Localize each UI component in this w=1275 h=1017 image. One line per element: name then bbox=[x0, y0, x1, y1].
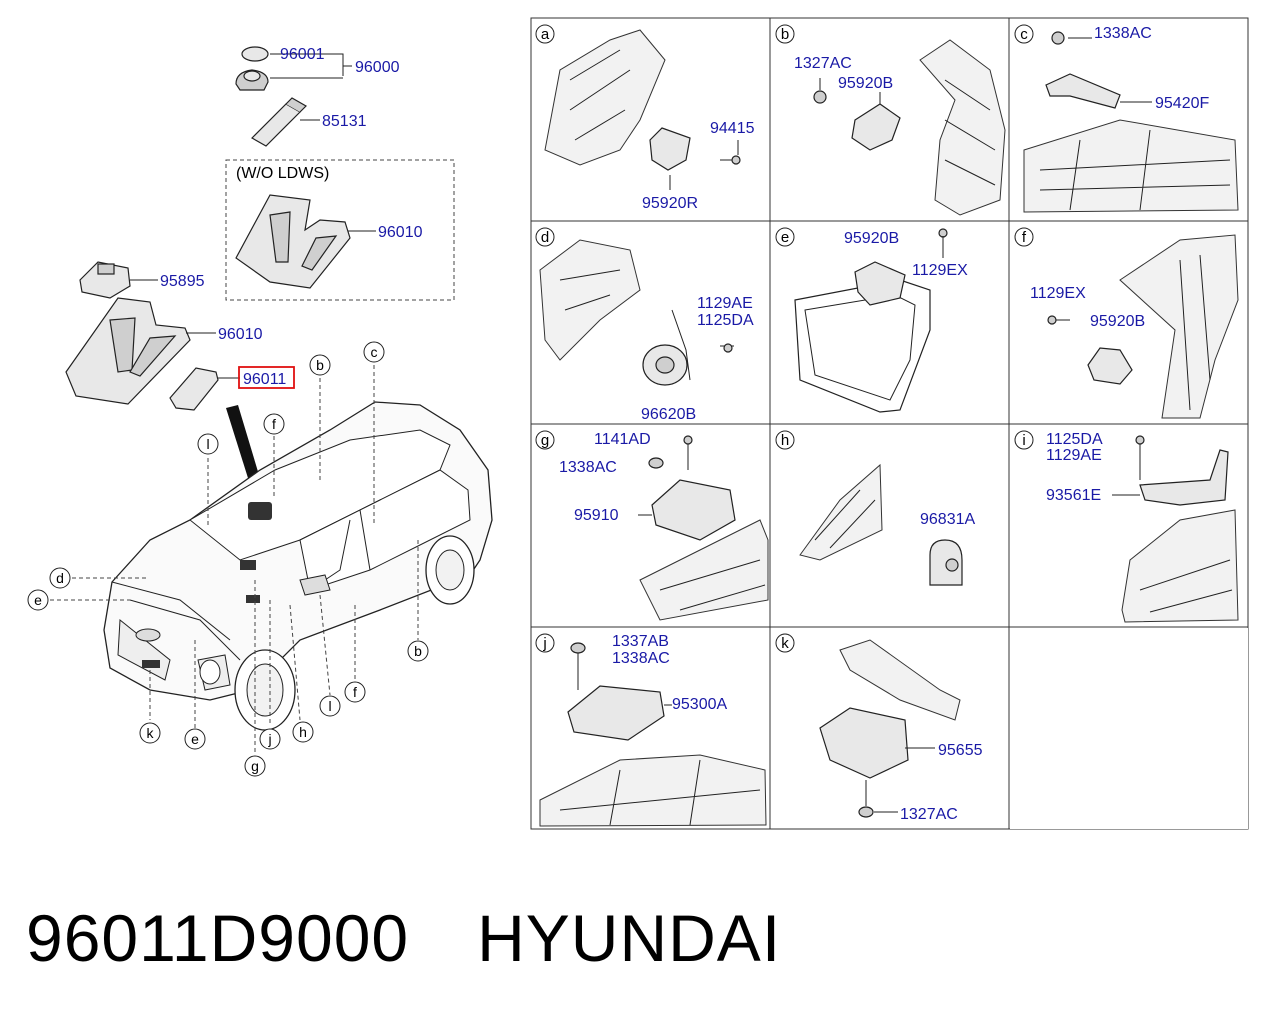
label-95895[interactable]: 95895 bbox=[160, 273, 205, 290]
part-number-title: 96011D9000 bbox=[26, 901, 410, 975]
cell-a-part-2[interactable]: 95920R bbox=[642, 195, 698, 212]
cell-d: d 1129AE 1125DA 96620B bbox=[535, 227, 754, 423]
cell-f-part-1[interactable]: 1129EX bbox=[1030, 285, 1086, 302]
cover-96010-b-icon bbox=[65, 297, 191, 405]
cell-c-part-2[interactable]: 95420F bbox=[1155, 95, 1209, 112]
cell-f-letter: f bbox=[1022, 229, 1027, 246]
label-85131[interactable]: 85131 bbox=[322, 113, 367, 130]
cell-e-letter: e bbox=[781, 229, 789, 246]
cell-j-part-1[interactable]: 1337AB bbox=[612, 633, 669, 650]
cell-i-part-1[interactable]: 1125DA bbox=[1046, 431, 1103, 448]
callout-l-top[interactable]: l bbox=[197, 433, 219, 455]
callout-f-bottom[interactable]: f bbox=[344, 681, 366, 703]
callout-l-bottom[interactable]: l bbox=[319, 695, 341, 717]
cell-f-part-2[interactable]: 95920B bbox=[1090, 313, 1145, 330]
cell-g-part-3[interactable]: 95910 bbox=[574, 507, 619, 524]
svg-text:c: c bbox=[371, 344, 378, 360]
cell-c-part-1[interactable]: 1338AC bbox=[1094, 25, 1152, 42]
cell-h: h 96831A bbox=[775, 430, 975, 586]
wo-ldws-box bbox=[225, 159, 455, 301]
cell-k-letter: k bbox=[781, 635, 789, 652]
parts-diagram: 96001 96000 85131 (W/O LDWS) 96010 95895 bbox=[27, 17, 1249, 830]
label-96011[interactable]: 96011 bbox=[243, 371, 286, 388]
cell-i-letter: i bbox=[1022, 432, 1025, 449]
cell-k-part-2[interactable]: 1327AC bbox=[900, 806, 958, 823]
main-view: 96001 96000 85131 (W/O LDWS) 96010 95895 bbox=[27, 46, 493, 777]
label-96000[interactable]: 96000 bbox=[355, 59, 400, 76]
callout-h[interactable]: h bbox=[292, 721, 314, 743]
cell-g-part-1[interactable]: 1141AD bbox=[594, 431, 651, 448]
callout-k[interactable]: k bbox=[139, 722, 161, 744]
cell-d-part-2[interactable]: 1125DA bbox=[697, 312, 754, 329]
sensor-96000-icon bbox=[235, 46, 269, 91]
cell-j-letter: j bbox=[542, 635, 546, 652]
cell-a-letter: a bbox=[541, 26, 550, 43]
callout-e-left[interactable]: e bbox=[27, 589, 49, 611]
cell-c-letter: c bbox=[1020, 26, 1028, 43]
callout-f-top[interactable]: f bbox=[263, 413, 285, 435]
label-96010-b[interactable]: 96010 bbox=[218, 326, 263, 343]
cell-g-letter: g bbox=[541, 432, 549, 449]
cell-g-part-2[interactable]: 1338AC bbox=[559, 459, 617, 476]
cell-e-part-1[interactable]: 95920B bbox=[844, 230, 899, 247]
svg-text:k: k bbox=[147, 725, 155, 741]
highlight-box bbox=[238, 366, 295, 389]
cell-f: f 1129EX 95920B bbox=[1014, 227, 1239, 419]
brand-name: HYUNDAI bbox=[477, 901, 782, 975]
svg-text:e: e bbox=[34, 592, 42, 608]
label-wo-ldws: (W/O LDWS) bbox=[236, 165, 329, 182]
label-96010-a[interactable]: 96010 bbox=[378, 224, 423, 241]
svg-text:l: l bbox=[328, 698, 331, 714]
cell-b-part-2[interactable]: 95920B bbox=[838, 75, 893, 92]
cell-j-part-3[interactable]: 95300A bbox=[672, 696, 727, 713]
cell-a: a 94415 95920R bbox=[535, 24, 755, 212]
cover-96010-a-icon bbox=[235, 194, 351, 289]
svg-text:b: b bbox=[414, 643, 422, 659]
svg-text:e: e bbox=[191, 731, 199, 747]
footer-caption: 96011D9000 HYUNDAI bbox=[26, 888, 781, 988]
callout-b-bottom[interactable]: b bbox=[407, 640, 429, 662]
car-body-icon bbox=[103, 401, 493, 731]
cell-d-part-3[interactable]: 96620B bbox=[641, 406, 696, 423]
cell-b-letter: b bbox=[781, 26, 789, 43]
cell-i-part-2[interactable]: 1129AE bbox=[1046, 447, 1102, 464]
cell-e: e 95920B 1129EX bbox=[775, 227, 968, 413]
callout-j[interactable]: j bbox=[259, 728, 281, 750]
callout-b-top[interactable]: b bbox=[309, 354, 331, 376]
callout-g[interactable]: g bbox=[244, 755, 266, 777]
camera-unit-on-windshield bbox=[248, 502, 272, 520]
svg-text:f: f bbox=[353, 684, 357, 700]
label-96001[interactable]: 96001 bbox=[280, 46, 325, 63]
cell-a-part-1[interactable]: 94415 bbox=[710, 120, 755, 137]
svg-text:l: l bbox=[206, 436, 209, 452]
cell-i-part-3[interactable]: 93561E bbox=[1046, 487, 1101, 504]
callout-d[interactable]: d bbox=[49, 567, 71, 589]
cover-96011-icon bbox=[169, 367, 219, 411]
cell-d-letter: d bbox=[541, 229, 549, 246]
cell-j: j 1337AB 1338AC 95300A bbox=[535, 633, 767, 827]
cell-k: k 95655 1327AC bbox=[775, 633, 983, 823]
cell-e-part-2[interactable]: 1129EX bbox=[912, 262, 968, 279]
cell-j-part-2[interactable]: 1338AC bbox=[612, 650, 670, 667]
detail-grid: a 94415 95920R b 1327AC 95920B c bbox=[530, 17, 1249, 830]
cell-i: i 1125DA 1129AE 93561E bbox=[1014, 430, 1239, 623]
cell-d-part-1[interactable]: 1129AE bbox=[697, 295, 753, 312]
camera-95895-icon bbox=[79, 261, 131, 299]
cell-c: c 1338AC 95420F bbox=[1014, 24, 1239, 213]
cell-g: g 1141AD 1338AC 95910 bbox=[535, 430, 769, 621]
svg-text:d: d bbox=[56, 570, 64, 586]
svg-text:g: g bbox=[251, 758, 259, 774]
svg-text:f: f bbox=[272, 416, 276, 432]
cell-h-letter: h bbox=[781, 432, 789, 449]
cell-k-part-1[interactable]: 95655 bbox=[938, 742, 983, 759]
callout-e-bottom[interactable]: e bbox=[184, 728, 206, 750]
callout-c-top[interactable]: c bbox=[363, 341, 385, 363]
cell-b-part-1[interactable]: 1327AC bbox=[794, 55, 852, 72]
svg-text:j: j bbox=[267, 731, 271, 747]
svg-text:b: b bbox=[316, 357, 324, 373]
cell-b: b 1327AC 95920B bbox=[775, 24, 1006, 216]
svg-text:h: h bbox=[299, 724, 307, 740]
cell-h-part-1[interactable]: 96831A bbox=[920, 511, 975, 528]
bracket-85131-icon bbox=[251, 97, 307, 147]
